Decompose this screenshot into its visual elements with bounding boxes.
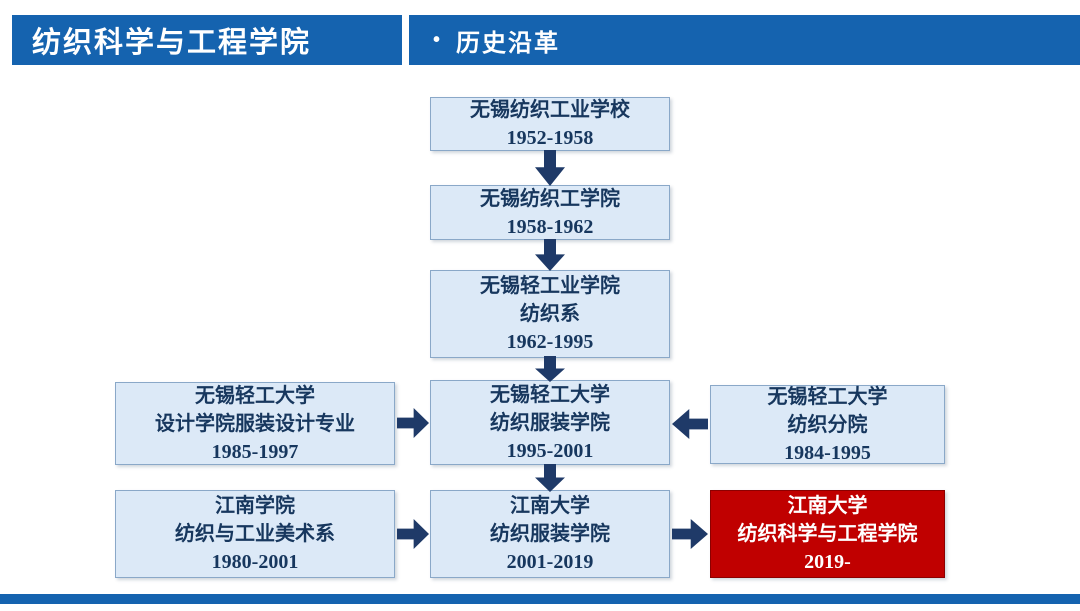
box-center-4: 无锡轻工大学 纺织服装学院 1995-2001 [430,380,670,465]
box-line: 1952-1958 [506,127,594,149]
box-line: 1980-2001 [211,551,299,573]
box-center-1: 无锡纺织工业学校 1952-1958 [430,97,670,151]
box-line: 无锡纺织工业学校 [470,99,630,121]
down-arrow-icon [535,356,565,382]
bullet-icon: • [433,28,443,51]
box-line: 无锡纺织工学院 [480,187,620,210]
box-line: 无锡轻工大学 [767,385,888,408]
box-line: 设计学院服装设计专业 [155,412,355,435]
box-left-2: 江南学院 纺织与工业美术系 1980-2001 [115,490,395,578]
box-left-1: 无锡轻工大学 设计学院服装设计专业 1985-1997 [115,382,395,465]
box-line: 纺织服装学院 [490,523,610,545]
box-line: 2019- [804,551,851,573]
footer-bar [0,594,1080,604]
box-line: 1958-1962 [506,215,594,238]
box-line: 1984-1995 [784,441,871,464]
box-line: 纺织与工业美术系 [175,523,335,545]
down-arrow-icon [535,150,565,186]
box-line: 无锡轻工大学 [490,383,610,406]
section-heading: • 历史沿革 [433,23,560,58]
box-line: 纺织系 [520,303,580,325]
section-title: 历史沿革 [456,29,561,57]
box-line: 纺织分院 [787,413,868,436]
down-arrow-icon [535,239,565,271]
box-center-3: 无锡轻工业学院 纺织系 1962-1995 [430,270,670,358]
box-center-2: 无锡纺织工学院 1958-1962 [430,185,670,240]
left-arrow-icon [672,409,708,439]
down-arrow-icon [535,464,565,492]
box-line: 2001-2019 [506,551,594,573]
page-title: 纺织科学与工程学院 [32,27,312,59]
box-line: 1985-1997 [211,440,299,463]
header-bar: 纺织科学与工程学院 • 历史沿革 [12,15,1080,65]
box-line: 江南大学 [510,495,590,517]
header-divider [402,15,409,65]
right-arrow-icon [397,408,429,438]
box-line: 纺织科学与工程学院 [737,523,918,545]
box-line: 无锡轻工业学院 [480,275,620,297]
right-arrow-icon [672,519,708,549]
box-highlight-current: 江南大学 纺织科学与工程学院 2019- [710,490,945,578]
box-line: 1995-2001 [506,439,594,462]
box-line: 江南学院 [215,495,295,517]
box-line: 纺织服装学院 [490,411,610,434]
right-arrow-icon [397,519,429,549]
box-line: 1962-1995 [506,331,594,353]
box-center-5: 江南大学 纺织服装学院 2001-2019 [430,490,670,578]
box-line: 无锡轻工大学 [195,384,315,407]
box-line: 江南大学 [787,495,868,517]
box-right-1: 无锡轻工大学 纺织分院 1984-1995 [710,385,945,464]
